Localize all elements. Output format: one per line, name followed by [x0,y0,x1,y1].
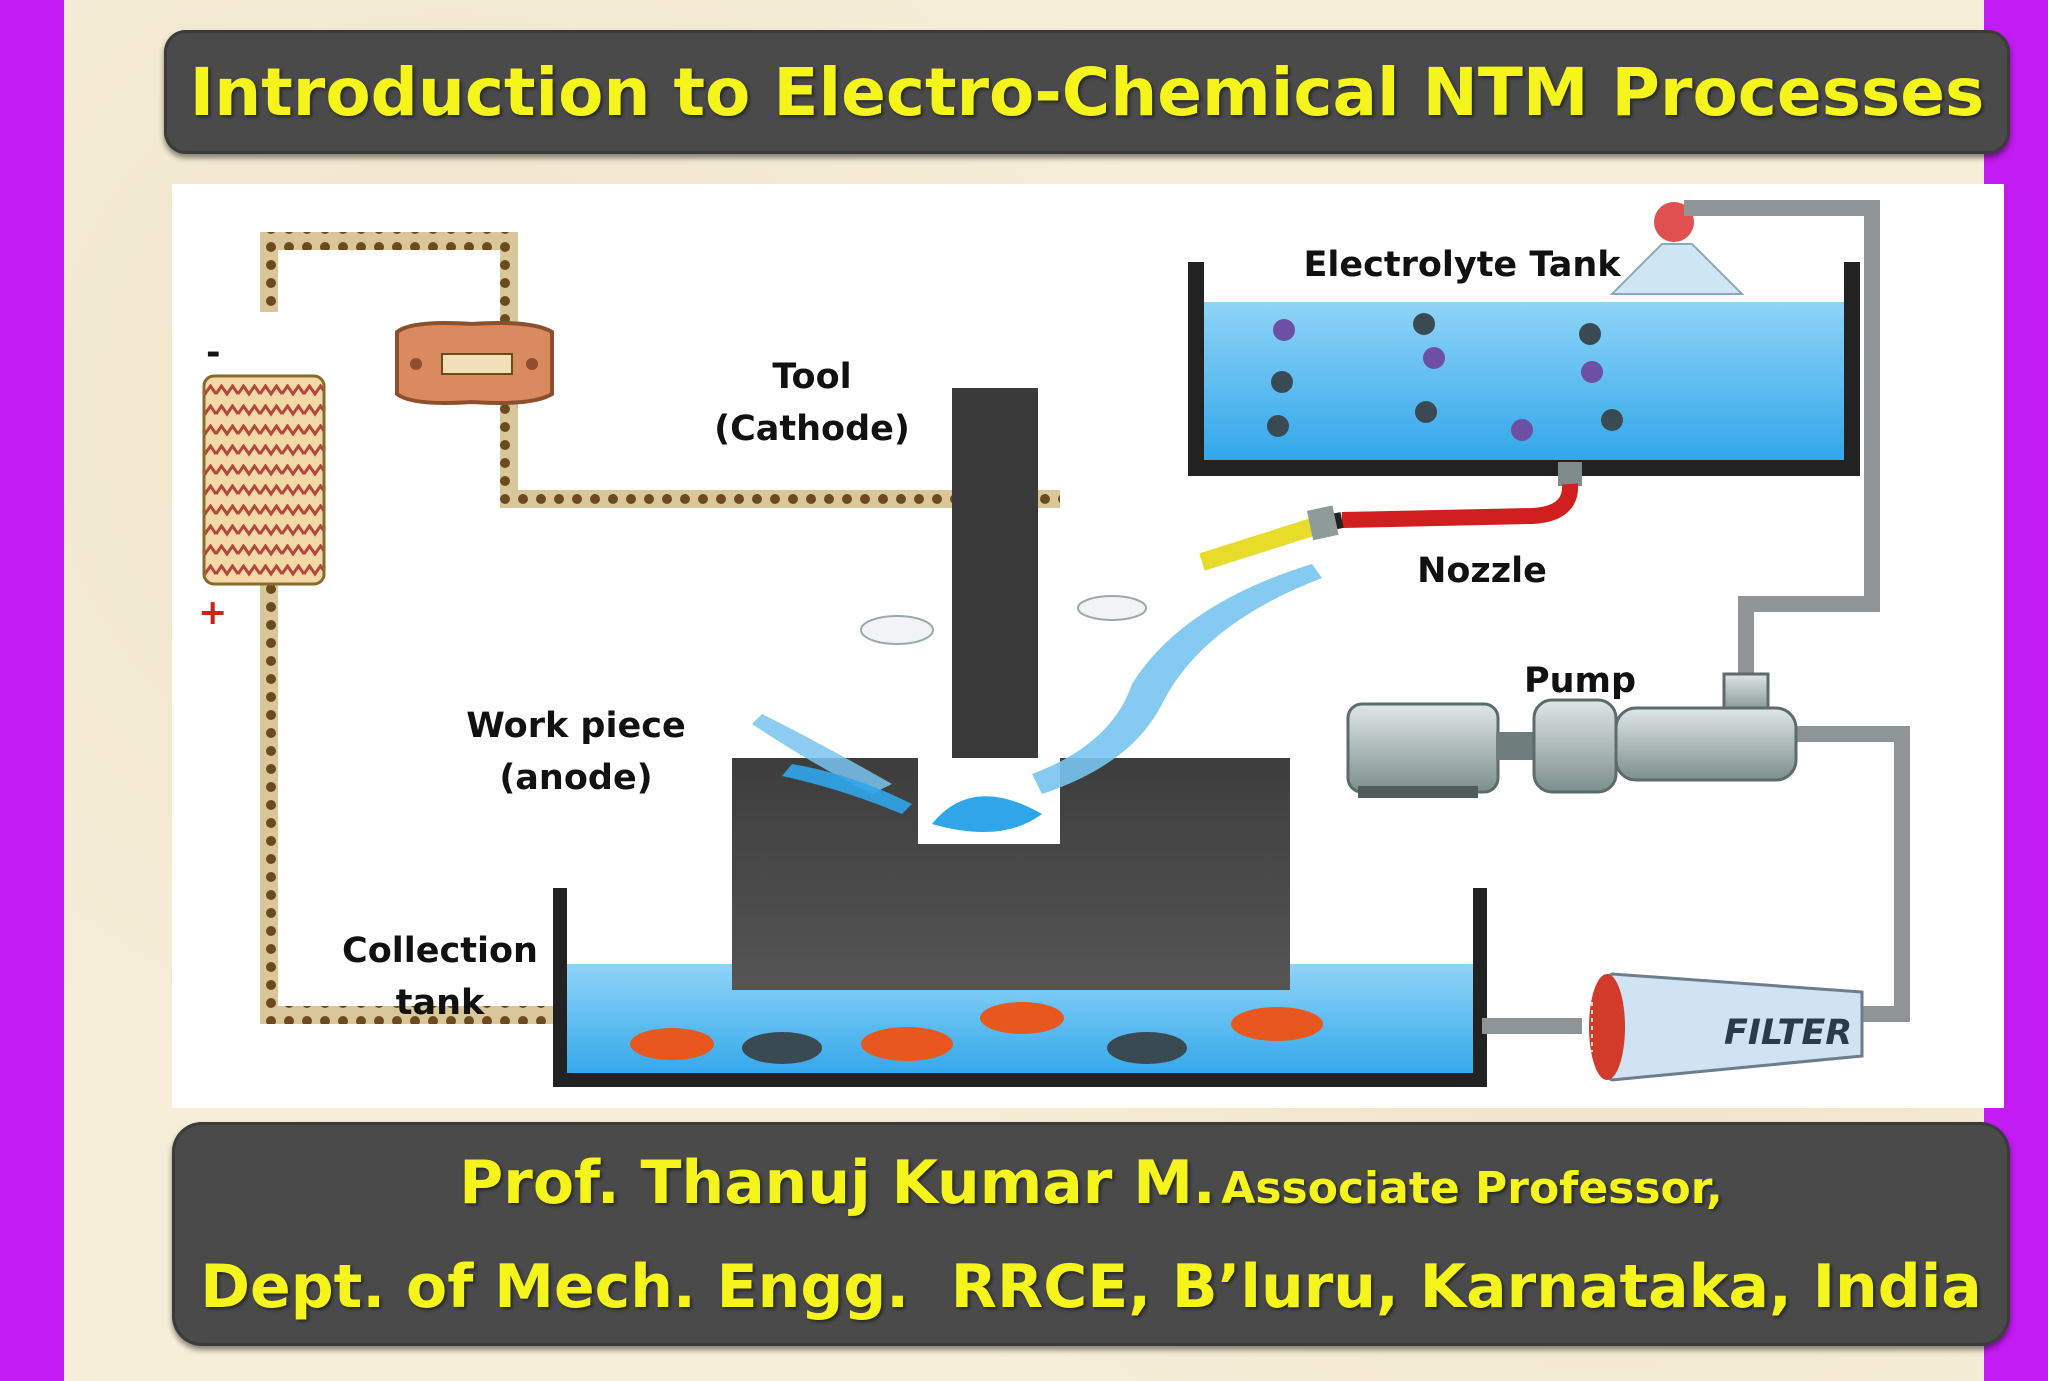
ammeter [395,321,554,405]
pump-label: Pump [1524,661,1636,701]
author-role: Associate Professor, [1221,1163,1723,1214]
author-line: Prof. Thanuj Kumar M. Associate Professo… [172,1148,2010,1218]
title-bar: Introduction to Electro-Chemical NTM Pro… [164,30,2010,154]
nozzle-label: Nozzle [1417,551,1547,591]
filter-label: FILTER [1724,1013,1852,1053]
collection-tank-label-line2: tank [396,983,485,1023]
ecm-diagram: - + [172,184,2004,1108]
filter: FILTER [1589,972,1864,1082]
electrolyte-tank [1188,202,1860,476]
workpiece-label-line1: Work piece [466,706,685,746]
author-name: Prof. Thanuj Kumar M. [459,1148,1216,1218]
electrolyte-tank-label: Electrolyte Tank [1303,245,1621,285]
footer-bar: Prof. Thanuj Kumar M. Associate Professo… [172,1122,2010,1346]
collection-tank-label-line1: Collection [342,931,538,971]
slide-title: Introduction to Electro-Chemical NTM Pro… [189,53,1985,131]
tool-cathode [952,388,1038,758]
battery: - + [198,333,326,633]
workpiece-label-line2: (anode) [499,758,652,798]
workpiece-anode [732,758,1290,990]
hose-nozzle [1199,462,1582,571]
negative-terminal-label: - [206,333,221,373]
positive-terminal-label: + [198,593,227,633]
slide: Introduction to Electro-Chemical NTM Pro… [64,0,2010,1381]
affiliation: Dept. of Mech. Engg. RRCE, B’luru, Karna… [200,1252,1982,1322]
return-piping [1482,200,1910,1034]
tool-label-line1: Tool [772,357,851,397]
electrolyte-jet [752,564,1322,814]
tool-label-line2: (Cathode) [714,409,910,449]
pump [1346,672,1798,798]
